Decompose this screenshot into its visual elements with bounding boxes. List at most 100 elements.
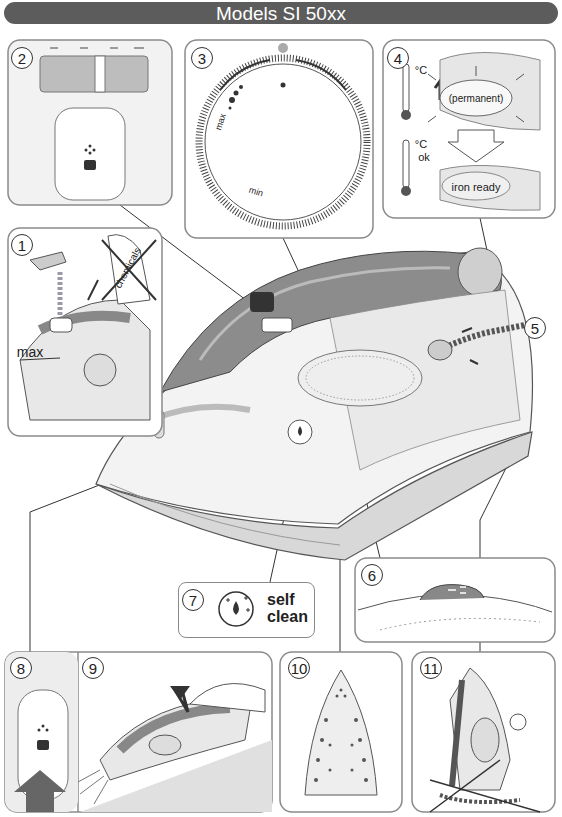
illustration-line — [30, 484, 102, 512]
illustration-circle — [219, 592, 253, 626]
callout-number: 2 — [11, 47, 33, 69]
callout-number: 6 — [361, 564, 383, 586]
illustration-rect — [50, 318, 72, 332]
illustration-circle — [329, 769, 332, 772]
illustration-circle — [358, 738, 362, 742]
title-text: Models SI 50xx — [216, 4, 346, 23]
illustration-circle — [199, 58, 367, 226]
illustration-circle — [89, 145, 92, 148]
illustration-circle — [401, 110, 411, 120]
illustration-path — [420, 585, 484, 600]
callout-number: 5 — [524, 317, 546, 339]
illustration-circle — [205, 64, 361, 220]
illustration-g — [314, 689, 368, 783]
part-label: °C — [415, 139, 427, 150]
callout-number: 1 — [11, 234, 33, 256]
illustration-path — [226, 596, 250, 612]
callout-number: 9 — [82, 657, 104, 679]
illustration-circle — [93, 149, 96, 152]
illustration-rect — [403, 140, 409, 188]
illustration-rect — [383, 40, 555, 218]
illustration-circle — [42, 725, 45, 728]
illustration-ellipse — [298, 350, 422, 406]
illustration-rect — [95, 56, 105, 92]
illustration-path — [30, 252, 66, 270]
part-label: °C — [415, 65, 427, 76]
illustration-circle — [288, 420, 312, 444]
illustration-path — [14, 770, 66, 812]
callout-number: 10 — [288, 657, 310, 679]
part-label: ok — [418, 152, 430, 163]
illustration-line — [340, 560, 341, 652]
illustration-circle — [336, 695, 339, 698]
illustration-ellipse — [428, 340, 452, 360]
illustration-line — [30, 512, 31, 652]
callout-number: 11 — [420, 657, 442, 679]
illustration-circle — [314, 778, 318, 782]
part-label: max — [17, 345, 43, 359]
illustration-path — [452, 680, 462, 786]
illustration-rect — [8, 228, 162, 436]
illustration-circle — [38, 729, 41, 732]
illustration-circle — [351, 744, 354, 747]
illustration-path — [430, 760, 540, 812]
part-label: iron ready — [452, 182, 501, 193]
illustration-g — [428, 66, 524, 122]
callout-number: 7 — [182, 589, 204, 611]
illustration-circle — [354, 718, 358, 722]
illustration-ellipse — [442, 172, 510, 200]
illustration-circle — [278, 43, 288, 53]
illustration-path — [448, 130, 504, 162]
illustration-path — [233, 601, 239, 615]
illustration-rect — [4, 2, 558, 24]
illustration-path — [88, 280, 98, 300]
illustration-path — [462, 328, 478, 364]
illustration-circle — [340, 689, 343, 692]
illustration-path — [58, 272, 63, 322]
illustration-rect — [403, 64, 409, 112]
illustration-circle — [344, 695, 347, 698]
illustration-rect — [250, 292, 274, 312]
callout-number: 3 — [191, 47, 213, 69]
illustration-circle — [229, 107, 232, 110]
illustration-ellipse — [471, 718, 499, 762]
illustration-path — [108, 235, 150, 304]
illustration-path — [296, 60, 346, 90]
illustration-ellipse — [440, 80, 512, 116]
illustration-rect — [37, 740, 49, 750]
illustration-circle — [89, 152, 92, 155]
illustration-rect — [8, 40, 172, 205]
illustration-path — [190, 684, 265, 712]
illustration-rect — [280, 652, 402, 812]
illustration-circle — [229, 97, 235, 103]
illustration-rect — [84, 160, 96, 170]
illustration-rect — [412, 652, 555, 812]
illustration-circle — [320, 738, 324, 742]
illustration-path — [440, 53, 540, 131]
illustration-path — [100, 700, 250, 780]
illustration-g — [78, 770, 108, 804]
illustration-circle — [351, 769, 354, 772]
illustration-path — [298, 426, 302, 436]
illustration-path — [78, 770, 108, 804]
illustration-g — [84, 145, 96, 171]
illustration-circle — [316, 758, 320, 762]
panel-text: self clean — [267, 592, 315, 626]
illustration-path — [102, 240, 156, 300]
illustration-path — [220, 60, 270, 90]
illustration-rect — [5, 652, 78, 812]
illustration-path — [450, 668, 510, 790]
illustration-rect — [40, 56, 148, 92]
illustration-circle — [239, 85, 243, 89]
illustration-rect — [178, 582, 315, 638]
callout-number: 4 — [387, 47, 409, 69]
illustration-g — [50, 48, 144, 49]
illustration-circle — [362, 758, 366, 762]
illustration-circle — [401, 186, 411, 196]
illustration-path — [50, 48, 144, 49]
illustration-g — [229, 85, 244, 110]
illustration-circle — [46, 729, 49, 732]
part-label: (permanent) — [449, 94, 503, 104]
